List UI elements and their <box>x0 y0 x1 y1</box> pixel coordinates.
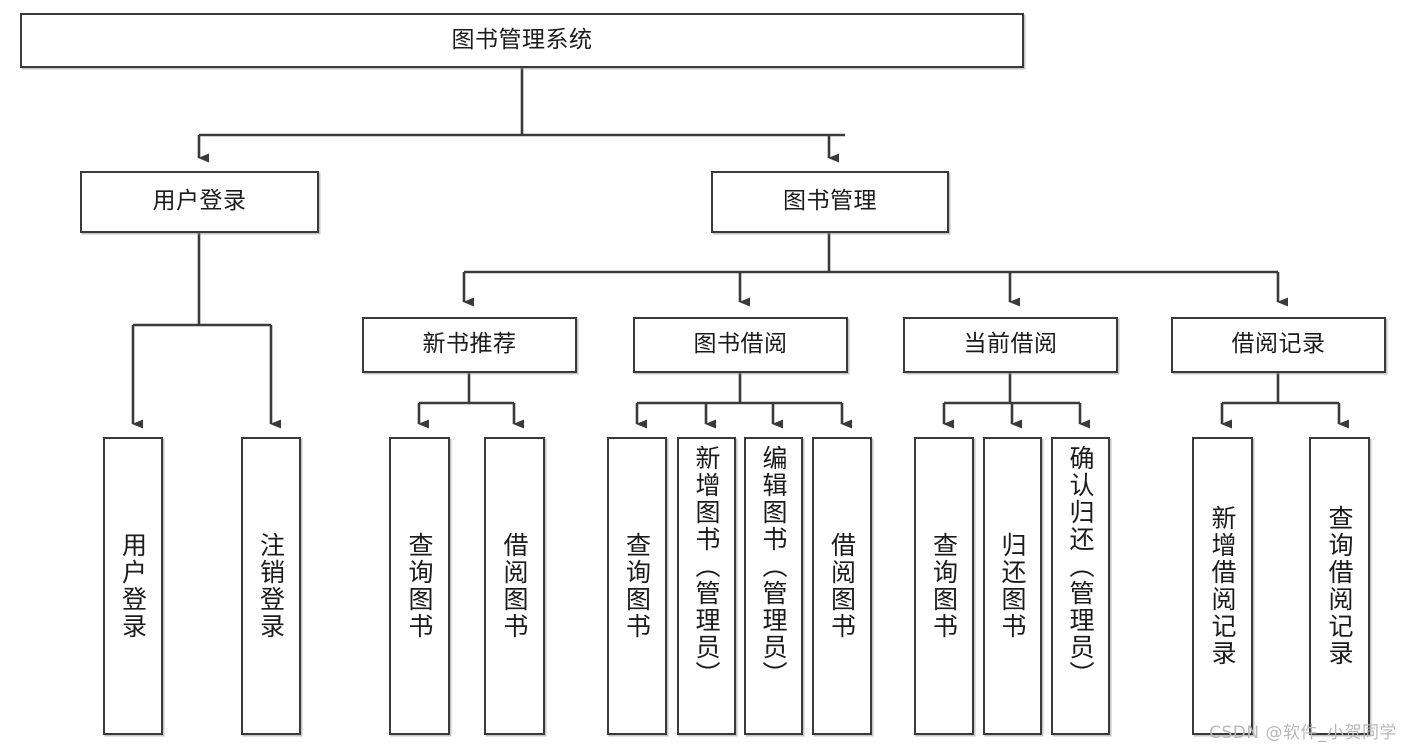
node-label: 新增借阅记录 <box>1208 505 1237 667</box>
node-leaf-logout[interactable]: 注销登录 <box>241 437 301 735</box>
node-leaf-edit-book[interactable]: 编辑图书（管理员） <box>744 437 803 735</box>
node-new-book-recommend[interactable]: 新书推荐 <box>362 317 577 373</box>
node-leaf-query-book-recommend[interactable]: 查询图书 <box>389 437 450 735</box>
node-label: 编辑图书（管理员） <box>759 445 788 688</box>
node-user-login[interactable]: 用户登录 <box>80 171 319 233</box>
csdn-watermark: CSDN @软件_小贺同学 <box>1209 723 1397 743</box>
node-leaf-query-book-borrow[interactable]: 查询图书 <box>607 437 667 735</box>
node-book-borrow[interactable]: 图书借阅 <box>633 317 848 373</box>
node-label: 查询图书 <box>405 532 434 640</box>
node-label: 图书借阅 <box>693 331 788 358</box>
node-label: 借阅记录 <box>1231 331 1326 358</box>
node-book-manage[interactable]: 图书管理 <box>711 171 949 233</box>
node-label: 图书管理系统 <box>451 26 593 53</box>
node-label: 注销登录 <box>256 532 286 640</box>
node-label: 查询图书 <box>622 532 652 640</box>
node-label: 借阅图书 <box>500 532 529 640</box>
node-label: 新书推荐 <box>422 331 517 358</box>
node-leaf-add-borrow-record[interactable]: 新增借阅记录 <box>1192 437 1253 735</box>
node-leaf-borrow-book-recommend[interactable]: 借阅图书 <box>484 437 545 735</box>
node-root-book-management-system[interactable]: 图书管理系统 <box>20 13 1024 68</box>
node-leaf-confirm-return[interactable]: 确认归还（管理员） <box>1051 437 1110 735</box>
node-label: 当前借阅 <box>963 331 1058 358</box>
node-label: 用户登录 <box>152 188 247 215</box>
node-label: 查询借阅记录 <box>1325 505 1354 667</box>
node-leaf-borrow-book[interactable]: 借阅图书 <box>812 437 872 735</box>
node-label: 新增图书（管理员） <box>692 445 721 688</box>
node-leaf-user-login[interactable]: 用户登录 <box>103 437 163 735</box>
node-label: 图书管理 <box>783 188 877 215</box>
node-current-borrow[interactable]: 当前借阅 <box>903 317 1118 373</box>
node-label: 归还图书 <box>998 532 1027 640</box>
node-leaf-query-book-current[interactable]: 查询图书 <box>914 437 974 735</box>
node-leaf-query-borrow-record[interactable]: 查询借阅记录 <box>1309 437 1370 735</box>
node-label: 确认归还（管理员） <box>1066 445 1095 688</box>
node-label: 查询图书 <box>929 532 959 640</box>
node-borrow-record[interactable]: 借阅记录 <box>1171 317 1386 373</box>
node-label: 用户登录 <box>118 532 148 640</box>
node-label: 借阅图书 <box>827 532 857 640</box>
node-leaf-return-book[interactable]: 归还图书 <box>983 437 1042 735</box>
node-leaf-add-book[interactable]: 新增图书（管理员） <box>677 437 736 735</box>
